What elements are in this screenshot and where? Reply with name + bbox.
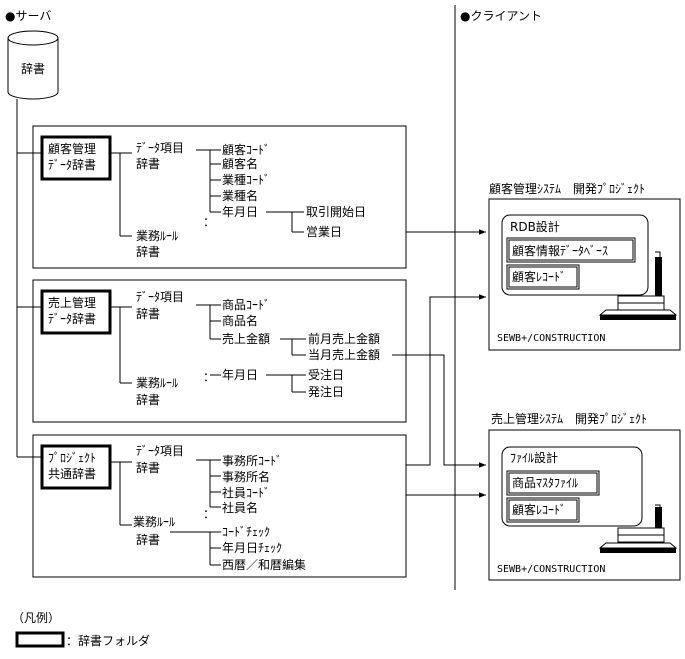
sub-item: 営業日 — [306, 225, 342, 239]
legend-label: ：辞書フォルダ — [66, 633, 150, 648]
product-name: SEWB+/CONSTRUCTION — [497, 333, 605, 344]
item: 事務所名 — [222, 469, 270, 484]
ellipsis: ： — [203, 507, 215, 521]
computer-monitor-icon — [598, 251, 678, 320]
rule-item: 西暦／和暦編集 — [222, 557, 306, 572]
item: 社員ｺｰﾄﾞ — [222, 485, 270, 500]
business-rule-dictionary-label: 業務ﾙｰﾙ — [136, 376, 178, 390]
item: 顧客ｺｰﾄﾞ — [222, 142, 270, 157]
server-heading: ●サーバ — [5, 9, 51, 23]
svg-text:ﾃﾞｰﾀ辞書: ﾃﾞｰﾀ辞書 — [48, 157, 96, 172]
sub-item: 受注日 — [308, 367, 344, 382]
data-dictionary-label: ﾃﾞｰﾀ項目 — [136, 141, 184, 155]
data-dictionary-label: ﾃﾞｰﾀ項目 — [136, 444, 184, 458]
legend-title: （凡例） — [12, 611, 60, 625]
svg-text:共通辞書: 共通辞書 — [48, 466, 96, 481]
svg-text:顧客情報ﾃﾞｰﾀﾍﾞｰｽ: 顧客情報ﾃﾞｰﾀﾍﾞｰｽ — [512, 243, 608, 258]
ellipsis: ： — [203, 215, 215, 229]
svg-text:辞書: 辞書 — [136, 532, 160, 547]
item: 業種名 — [222, 188, 258, 203]
project-title: 顧客管理ｼｽﾃﾑ 開発ﾌﾟﾛｼﾞｪｸﾄ — [489, 181, 645, 196]
svg-text:顧客ﾚｺｰﾄﾞ: 顧客ﾚｺｰﾄﾞ — [512, 269, 566, 284]
group-project-common: ﾌﾟﾛｼﾞｪｸﾄ 共通辞書 ﾃﾞｰﾀ項目 辞書 業務ﾙｰﾙ 辞書 事務所ｺｰﾄﾞ… — [32, 434, 407, 578]
svg-text:辞書: 辞書 — [136, 460, 160, 475]
item: 商品ｺｰﾄﾞ — [222, 297, 270, 312]
business-rule-dictionary-label: 業務ﾙｰﾙ — [133, 515, 175, 529]
svg-text:辞書: 辞書 — [136, 392, 160, 407]
data-dictionary-label: ﾃﾞｰﾀ項目 — [136, 290, 184, 304]
ellipsis: ： — [203, 370, 215, 384]
svg-text:ﾃﾞｰﾀ辞書: ﾃﾞｰﾀ辞書 — [48, 311, 96, 326]
svg-text:顧客ﾚｺｰﾄﾞ: 顧客ﾚｺｰﾄﾞ — [512, 502, 566, 517]
design-label: ﾌｧｲﾙ設計 — [510, 450, 558, 465]
project-item[interactable] — [506, 497, 580, 523]
group-customer: 顧客管理 ﾃﾞｰﾀ辞書 ﾃﾞｰﾀ項目 辞書 業務ﾙｰﾙ 辞書 顧客ｺｰﾄﾞ 顧客… — [32, 125, 407, 269]
connection-arrows — [392, 229, 486, 498]
computer-monitor-icon — [598, 504, 678, 553]
client-heading: ●クライアント — [460, 9, 542, 23]
item: 顧客名 — [222, 156, 258, 171]
svg-text:顧客管理: 顧客管理 — [48, 141, 96, 156]
svg-text:辞書: 辞書 — [136, 244, 160, 259]
item: 事務所ｺｰﾄﾞ — [222, 454, 282, 468]
business-rule-dictionary-label: 業務ﾙｰﾙ — [136, 229, 178, 243]
item: 年月日 — [222, 205, 258, 219]
item: 社員名 — [222, 500, 258, 515]
sub-item: 当月売上金額 — [308, 347, 380, 362]
legend-folder-swatch — [15, 631, 65, 648]
item: 売上金額 — [222, 331, 270, 346]
rule-item: ｺｰﾄﾞﾁｪｯｸ — [222, 525, 270, 539]
svg-text:商品ﾏｽﾀﾌｧｲﾙ: 商品ﾏｽﾀﾌｧｲﾙ — [512, 475, 578, 490]
svg-text:辞書: 辞書 — [136, 156, 160, 171]
sales-dictionary-folder[interactable] — [40, 289, 112, 335]
item: 業種ｺｰﾄﾞ — [222, 173, 270, 187]
svg-text:売上管理: 売上管理 — [48, 295, 96, 310]
product-name: SEWB+/CONSTRUCTION — [497, 564, 605, 575]
project-title: 売上管理ｼｽﾃﾑ 開発ﾌﾟﾛｼﾞｪｸﾄ — [491, 411, 647, 426]
item: 商品名 — [222, 313, 258, 328]
customer-dictionary-folder[interactable] — [40, 135, 112, 181]
project-customer: 顧客管理ｼｽﾃﾑ 開発ﾌﾟﾛｼﾞｪｸﾄ RDB設計 顧客情報ﾃﾞｰﾀﾍﾞｰｽ 顧… — [488, 181, 681, 351]
item: 年月日 — [222, 368, 258, 382]
database-label: 辞書 — [21, 61, 45, 76]
svg-text:ﾌﾟﾛｼﾞｪｸﾄ: ﾌﾟﾛｼﾞｪｸﾄ — [48, 451, 96, 465]
svg-text:辞書: 辞書 — [136, 306, 160, 321]
project-item[interactable] — [506, 470, 600, 496]
project-common-dictionary-folder[interactable] — [40, 444, 112, 490]
rule-item: 年月日ﾁｪｯｸ — [222, 541, 282, 555]
sub-item: 前月売上金額 — [308, 331, 380, 346]
project-item[interactable] — [506, 264, 580, 290]
design-label: RDB設計 — [510, 219, 560, 234]
project-sales: 売上管理ｼｽﾃﾑ 開発ﾌﾟﾛｼﾞｪｸﾄ ﾌｧｲﾙ設計 商品ﾏｽﾀﾌｧｲﾙ 顧客ﾚ… — [488, 411, 681, 581]
sub-item: 取引開始日 — [306, 205, 366, 219]
dictionary-database-icon — [7, 30, 59, 100]
sub-item: 発注日 — [308, 384, 344, 399]
group-sales: 売上管理 ﾃﾞｰﾀ辞書 ﾃﾞｰﾀ項目 辞書 業務ﾙｰﾙ 辞書 商品ｺｰﾄﾞ 商品… — [32, 279, 407, 423]
project-item[interactable] — [506, 237, 636, 263]
